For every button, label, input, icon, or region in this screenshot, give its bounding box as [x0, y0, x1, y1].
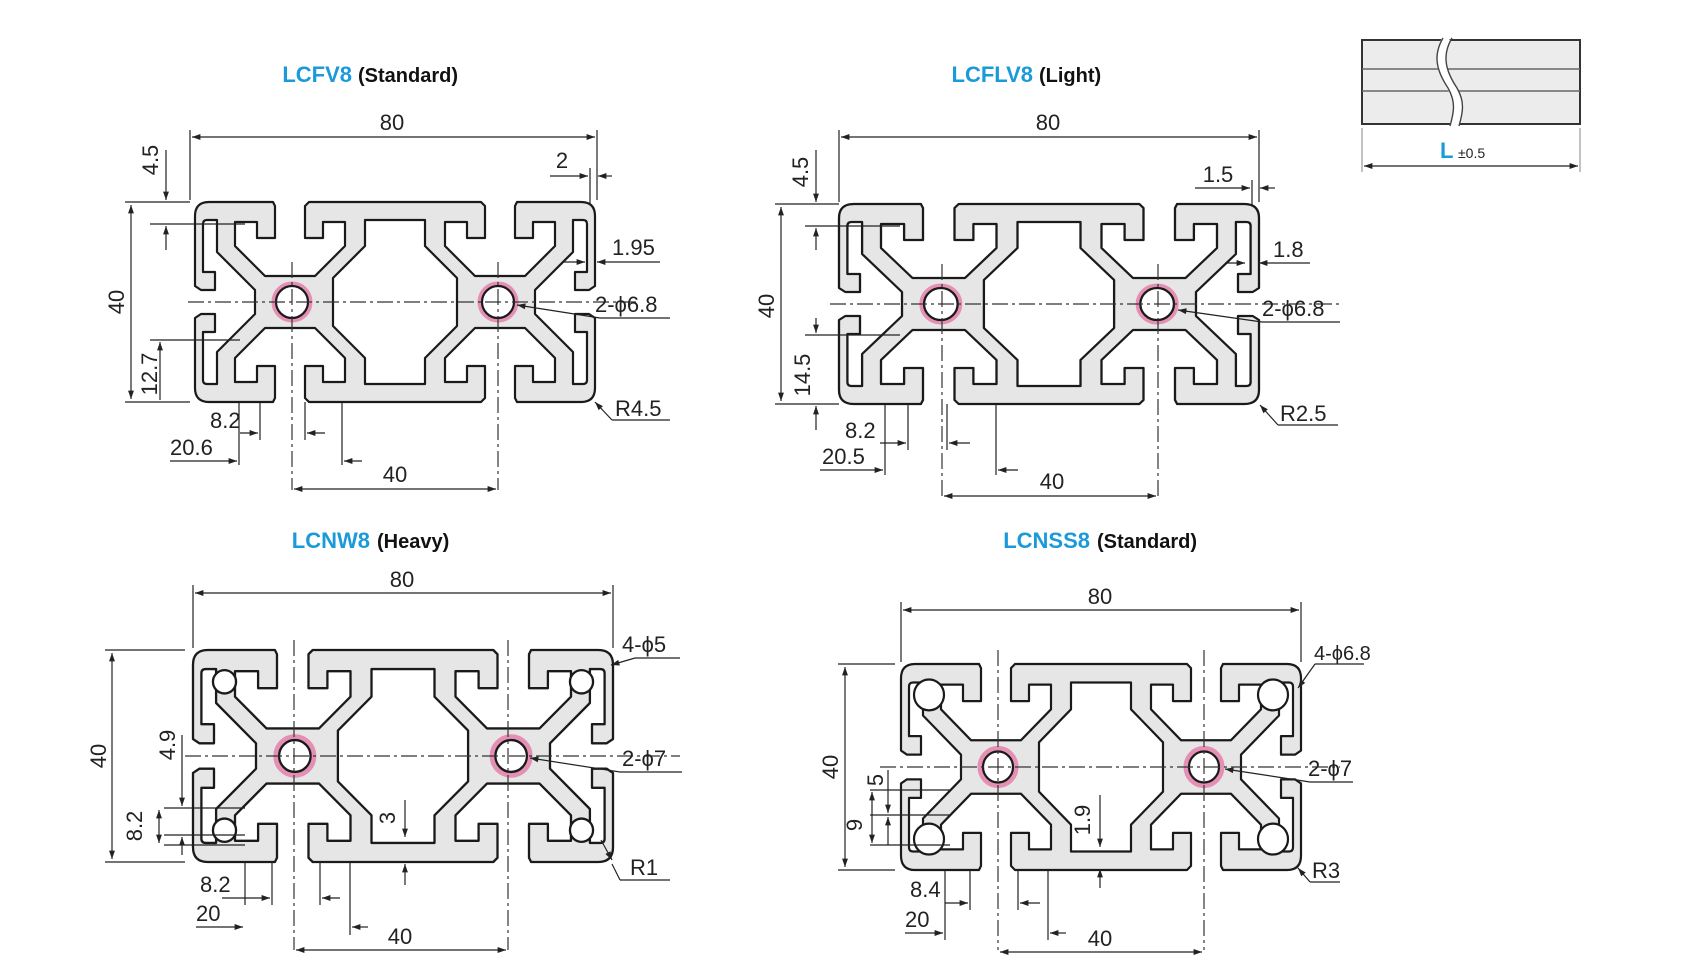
- dim-width: 80: [390, 567, 414, 592]
- dim-corner-holes: 4-ϕ6.8: [1314, 643, 1371, 665]
- dim-width: 80: [380, 110, 404, 135]
- dim-height: 40: [86, 744, 111, 768]
- break-line: [1436, 35, 1462, 128]
- dim-slot-lip: 1.95: [612, 235, 655, 260]
- dim-slot-lip: 1.8: [1273, 237, 1304, 262]
- corner-hole: [912, 678, 946, 712]
- profile-code: LCNW8: [292, 528, 370, 553]
- dim-slot-width: 8.2: [200, 872, 231, 897]
- dim-slot-offset: 5: [863, 774, 888, 786]
- dim-slot-height: 9: [842, 819, 867, 831]
- dim-width: 80: [1036, 110, 1060, 135]
- dim-slot-height: 12.7: [137, 353, 162, 396]
- corner-hole: [211, 668, 238, 695]
- dim-slot-pos: 20: [905, 907, 929, 932]
- bar-side-view: [1361, 39, 1581, 125]
- dim-holes: 2-ϕ7: [1308, 756, 1352, 781]
- dim-holes: 2-ϕ6.8: [1262, 296, 1324, 321]
- corner-hole: [1256, 822, 1290, 856]
- dim-top-offset: 4.5: [138, 145, 163, 176]
- dim-web: 1.9: [1070, 805, 1095, 836]
- length-label: L: [1440, 138, 1453, 163]
- dim-holes: 2-ϕ6.8: [595, 292, 657, 317]
- profile-type: (Heavy): [377, 531, 449, 553]
- dim-slot-offset: 4.9: [155, 730, 180, 761]
- profile-lcflv8: LCFLV8 (Light) 80 40 4.5 1.5 1.8: [754, 62, 1340, 500]
- dim-slot-pos: 20.5: [822, 444, 865, 469]
- dim-radius: R2.5: [1280, 401, 1326, 426]
- corner-hole: [1256, 678, 1290, 712]
- dim-pitch: 40: [388, 924, 412, 949]
- profile-lcfv8: LCFV8 (Standard) 80 40 4.5 2: [104, 62, 670, 492]
- dim-pitch: 40: [1040, 469, 1064, 494]
- corner-hole: [912, 822, 946, 856]
- profile-lcnw8: LCNW8 (Heavy) 80 40 4.9 8.2: [86, 528, 682, 953]
- dim-height: 40: [754, 294, 779, 318]
- corner-hole: [568, 668, 595, 695]
- dim-slot-width: 8.2: [210, 408, 241, 433]
- dim-radius: R3: [1312, 858, 1340, 883]
- profile-type: (Standard): [358, 65, 458, 87]
- dim-radius: R1: [630, 855, 658, 880]
- dim-radius: R4.5: [615, 396, 661, 421]
- profile-code: LCNSS8: [1003, 528, 1090, 553]
- dim-lip: 1.5: [1203, 162, 1234, 187]
- profile-code: LCFLV8: [952, 62, 1033, 87]
- length-tolerance: ±0.5: [1458, 145, 1485, 161]
- dim-holes: 2-ϕ7: [622, 746, 666, 771]
- dim-height: 40: [818, 755, 843, 779]
- corner-hole: [568, 817, 595, 844]
- dim-lip: 2: [556, 148, 568, 173]
- dim-corner-holes: 4-ϕ5: [622, 632, 666, 657]
- profile-code: LCFV8: [282, 62, 352, 87]
- dim-slot-pos: 20.6: [170, 435, 213, 460]
- dim-slot-height: 14.5: [790, 354, 815, 397]
- dim-slot-width: 8.4: [910, 877, 941, 902]
- dim-slot-pos: 20: [196, 901, 220, 926]
- length-view: L ±0.5: [1361, 35, 1581, 172]
- dim-slot-height: 8.2: [122, 811, 147, 842]
- profile-type: (Light): [1039, 65, 1101, 87]
- dim-width: 80: [1088, 584, 1112, 609]
- corner-hole: [211, 817, 238, 844]
- dim-web: 3: [375, 812, 400, 824]
- dim-pitch: 40: [1088, 926, 1112, 951]
- dim-height: 40: [104, 290, 129, 314]
- profile-type: (Standard): [1097, 531, 1197, 553]
- dim-slot-width: 8.2: [845, 418, 876, 443]
- dim-pitch: 40: [383, 462, 407, 487]
- dim-top-offset: 4.5: [788, 157, 813, 188]
- profile-lcnss8: LCNSS8 (Standard) 80 40 5 9: [818, 528, 1371, 955]
